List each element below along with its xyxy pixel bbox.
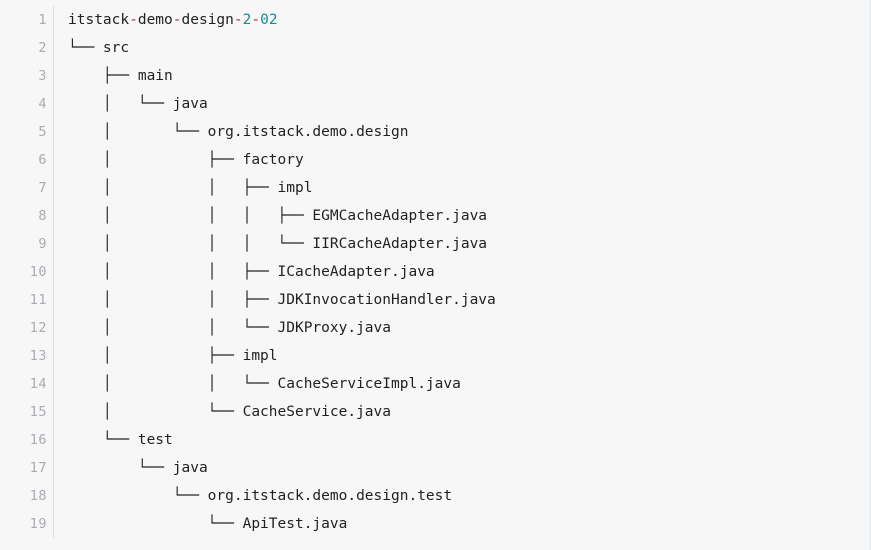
code-line: 16 └── test <box>0 426 870 454</box>
code-line: 3 ├── main <box>0 62 870 90</box>
gutter-divider <box>53 230 54 258</box>
gutter-divider <box>53 454 54 482</box>
line-number: 7 <box>38 180 47 196</box>
code-line-text: │ │ ├── JDKInvocationHandler.java <box>68 292 496 308</box>
code-line: 4 │ └── java <box>0 90 870 118</box>
token-plain: demo <box>137 12 173 28</box>
line-number: 19 <box>29 516 47 532</box>
gutter-divider <box>53 34 54 62</box>
code-line-text: ├── main <box>68 68 173 84</box>
code-line: 15 │ └── CacheService.java <box>0 398 870 426</box>
gutter-divider <box>53 286 54 314</box>
code-line-text: │ │ │ └── IIRCacheAdapter.java <box>68 236 488 252</box>
code-line-text: │ │ └── JDKProxy.java <box>68 320 392 336</box>
token-plain: itstack <box>68 12 130 28</box>
line-number: 11 <box>29 292 47 308</box>
token-punct: - <box>251 12 261 28</box>
gutter-divider <box>53 482 54 510</box>
line-number: 1 <box>38 12 47 28</box>
code-line-text: │ └── org.itstack.demo.design <box>68 124 409 140</box>
line-number: 6 <box>38 152 47 168</box>
gutter-divider <box>53 62 54 90</box>
code-line-text: └── ApiTest.java <box>68 516 348 532</box>
gutter-divider <box>53 342 54 370</box>
code-line: 5 │ └── org.itstack.demo.design <box>0 118 870 146</box>
line-number: 12 <box>29 320 47 336</box>
code-line-text: │ │ ├── ICacheAdapter.java <box>68 264 435 280</box>
line-number: 4 <box>38 96 47 112</box>
code-line: 19 └── ApiTest.java <box>0 510 870 538</box>
line-number: 10 <box>29 264 47 280</box>
gutter-divider <box>53 90 54 118</box>
code-line: 14 │ │ └── CacheServiceImpl.java <box>0 370 870 398</box>
line-number: 2 <box>38 40 47 56</box>
code-line-text: itstack-demo-design-2-02 <box>54 6 870 34</box>
code-line: 8 │ │ │ ├── EGMCacheAdapter.java <box>0 202 870 230</box>
code-line-text: └── test <box>68 432 173 448</box>
code-line-text: │ └── java <box>68 96 208 112</box>
code-line: 12 │ │ └── JDKProxy.java <box>0 314 870 342</box>
gutter-divider <box>53 6 54 34</box>
gutter-divider <box>53 174 54 202</box>
code-line-text: │ └── CacheService.java <box>68 404 392 420</box>
code-line: 18 └── org.itstack.demo.design.test <box>0 482 870 510</box>
code-line-text: │ │ └── CacheServiceImpl.java <box>68 376 461 392</box>
line-number: 16 <box>29 432 47 448</box>
code-line-text: │ ├── impl <box>68 348 278 364</box>
gutter-divider <box>53 258 54 286</box>
line-number: 18 <box>29 488 47 504</box>
token-num: 2 <box>242 12 252 28</box>
token-punct: - <box>129 12 138 28</box>
code-line: 13 │ ├── impl <box>0 342 870 370</box>
token-punct: - <box>172 12 182 28</box>
line-number: 5 <box>38 124 47 140</box>
gutter-divider <box>53 370 54 398</box>
gutter-divider <box>53 398 54 426</box>
gutter-divider <box>53 510 54 538</box>
gutter-divider <box>53 146 54 174</box>
code-line: 2 └── src <box>0 34 870 62</box>
code-line: 7 │ │ ├── impl <box>0 174 870 202</box>
code-line-text: │ ├── factory <box>68 152 304 168</box>
code-line: 11 │ │ ├── JDKInvocationHandler.java <box>0 286 870 314</box>
code-line-text: └── org.itstack.demo.design.test <box>68 488 453 504</box>
line-number: 17 <box>29 460 47 476</box>
gutter-divider <box>53 118 54 146</box>
line-number: 14 <box>29 376 47 392</box>
gutter-divider <box>53 314 54 342</box>
token-num: 02 <box>260 12 278 28</box>
code-line-text: │ │ ├── impl <box>68 180 313 196</box>
code-line-text: └── java <box>68 460 208 476</box>
gutter-divider <box>53 426 54 454</box>
line-number: 13 <box>29 348 47 364</box>
line-number: 15 <box>29 404 47 420</box>
token-punct: - <box>233 12 243 28</box>
line-number: 3 <box>38 68 47 84</box>
line-number: 8 <box>38 208 47 224</box>
code-line: 17 └── java <box>0 454 870 482</box>
code-line: 9 │ │ │ └── IIRCacheAdapter.java <box>0 230 870 258</box>
code-line-text: │ │ │ ├── EGMCacheAdapter.java <box>68 208 488 224</box>
code-line: 6 │ ├── factory <box>0 146 870 174</box>
line-number: 9 <box>38 236 47 252</box>
token-plain: design <box>181 12 234 28</box>
code-line: 10 │ │ ├── ICacheAdapter.java <box>0 258 870 286</box>
gutter-divider <box>53 202 54 230</box>
code-line-text: └── src <box>68 40 130 56</box>
